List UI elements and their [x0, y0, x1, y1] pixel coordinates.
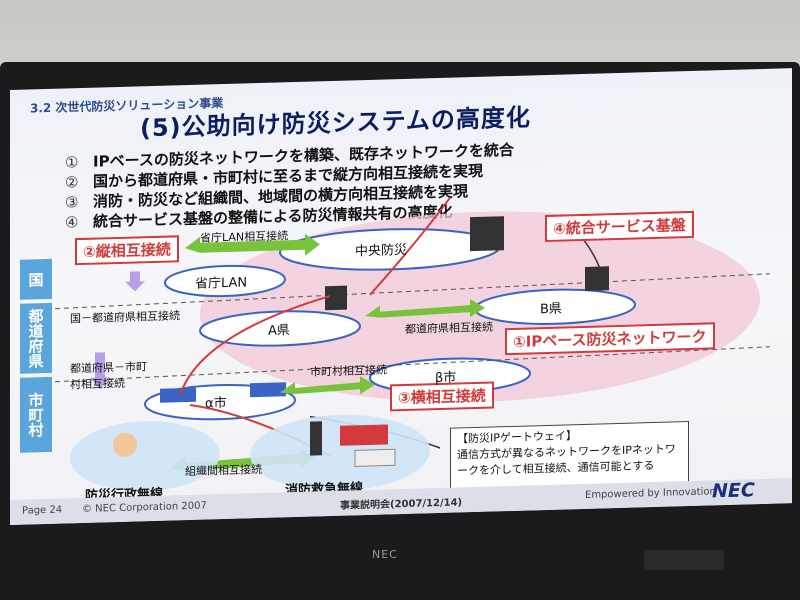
lan-node-label: 省庁LAN: [195, 275, 248, 292]
city-link-label: 市町村相互接続: [310, 363, 387, 379]
pref-a-node-shape: [199, 310, 361, 347]
horizontal-callout: ③横相互接続: [390, 381, 494, 412]
city-link-arrow: [280, 376, 375, 395]
level-national: 国: [20, 258, 52, 300]
level-prefecture: 都道府県: [20, 302, 52, 374]
network-diagram: [54, 197, 771, 492]
lan-link-arrow: [185, 233, 320, 256]
lan-link-label: 省庁LAN相互接続: [200, 229, 289, 245]
vertical-callout: ②縦相互接続: [75, 235, 179, 266]
nec-logo: NEC: [712, 479, 755, 503]
level-municipality: 市町村: [20, 376, 52, 453]
city-beta-label: β市: [435, 370, 457, 387]
pref-link-label: 都道府県相互接続: [405, 320, 493, 336]
page-number: Page 24: [22, 504, 63, 517]
gateway-device-icon: [160, 387, 196, 403]
pref-city-link-label: 都道府県－市町村相互接続: [70, 360, 147, 392]
city-alpha-label: α市: [205, 395, 227, 412]
server-icon: [585, 266, 609, 291]
admin-cloud: [70, 421, 220, 492]
platform-callout: ④統合サービス基盤: [545, 210, 694, 243]
central-node-label: 中央防災: [355, 242, 408, 260]
server-icon: [325, 285, 347, 311]
kuni-pref-link-label: 国－都道府県相互接続: [70, 309, 180, 326]
lan-node-shape: [164, 264, 286, 298]
gateway-device-icon: [250, 382, 286, 398]
monitor-speaker: [644, 550, 724, 570]
pref-a-label: A県: [268, 323, 290, 339]
red-link: [179, 295, 331, 396]
officer-icon: [113, 432, 137, 457]
monitor-brand-label: NEC: [372, 548, 398, 561]
gateway-text: 通信方式が異なるネットワークをIPネットワークを介して相互接続、通信可能とする: [457, 442, 676, 478]
fire-truck-icon: [340, 424, 388, 446]
platform-pointer: [369, 197, 451, 296]
pref-b-label: B県: [540, 301, 562, 318]
level-divider: [54, 273, 771, 310]
org-link-label: 組織間相互接続: [185, 462, 262, 479]
ambulance-icon: [354, 448, 396, 467]
server-icon: [470, 216, 504, 252]
vertical-link-arrow: [125, 271, 145, 292]
radio-icon: [310, 421, 322, 456]
level-divider: [54, 346, 771, 383]
vertical-link-arrow: [90, 352, 110, 390]
